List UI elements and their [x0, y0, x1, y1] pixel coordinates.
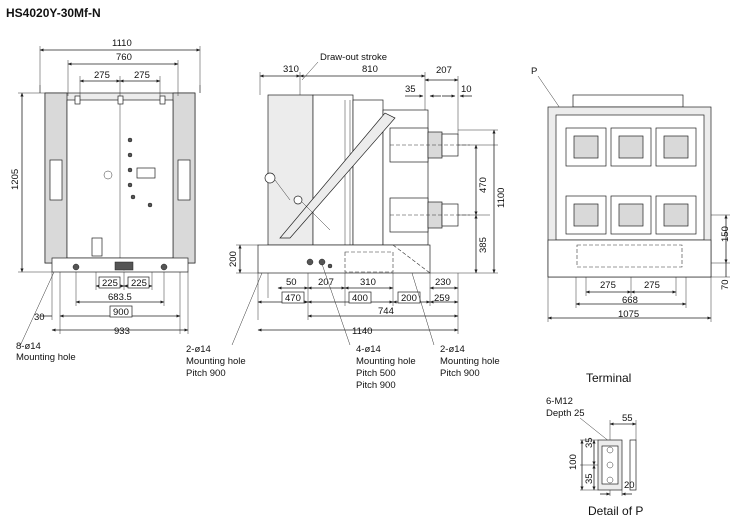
dim-50: 50: [286, 277, 297, 288]
dim-810: 810: [362, 64, 378, 75]
dim-207-b: 207: [318, 277, 334, 288]
detail-100: 100: [568, 454, 579, 470]
dim-height: 1205: [10, 169, 21, 190]
rear-caption: Terminal: [586, 371, 631, 385]
dim-385-v: 385: [478, 237, 489, 253]
dim-wheel-left: 225: [102, 278, 118, 289]
callout-a-pitch: Pitch 900: [186, 368, 226, 379]
detail-35-bot: 35: [584, 473, 595, 484]
dim-spacing-left: 275: [94, 70, 110, 81]
dim-10: 10: [461, 84, 472, 95]
dim-310-top: 310: [283, 64, 299, 75]
dim-70-v: 70: [720, 279, 731, 290]
callout-c-pitch: Pitch 900: [440, 368, 480, 379]
detail-thread: 6-M12: [546, 396, 573, 407]
dim-mount-width: 760: [116, 52, 132, 63]
callout-c-label: Mounting hole: [440, 356, 500, 367]
callout-b-count: 4-ø14: [356, 344, 381, 355]
dim-wheel-right: 225: [131, 278, 147, 289]
dim-offset: 30: [34, 312, 45, 323]
dim-207-top: 207: [436, 65, 452, 76]
dim-1140: 1140: [352, 326, 372, 337]
dim-668: 668: [622, 295, 638, 306]
dim-150-v: 150: [720, 226, 731, 242]
callout-b-pitch1: Pitch 500: [356, 368, 396, 379]
detail-20: 20: [624, 480, 635, 491]
side-front-panel: [267, 94, 314, 246]
dim-200-v: 200: [228, 251, 239, 267]
detail-55: 55: [622, 413, 633, 424]
dim-spacing-right: 275: [134, 70, 150, 81]
dim-400-box: 400: [352, 293, 368, 304]
callout-b-pitch2: Pitch 900: [356, 380, 396, 391]
callout-hole-count: 8-ø14: [16, 341, 41, 352]
detail-depth: Depth 25: [546, 408, 585, 419]
dim-275-r: 275: [644, 280, 660, 291]
label-p: P: [531, 66, 537, 77]
callout-c-count: 2-ø14: [440, 344, 465, 355]
dim-35: 35: [405, 84, 416, 95]
dim-744: 744: [378, 306, 394, 317]
callout-a-label: Mounting hole: [186, 356, 246, 367]
dim-275-l: 275: [600, 280, 616, 291]
side-view: Draw-out stroke 310 810 207 35 10: [186, 52, 507, 391]
dim-470-v: 470: [478, 177, 489, 193]
dim-rail-pitch: 900: [113, 307, 129, 318]
detail-caption: Detail of P: [588, 504, 643, 518]
dim-wheel-pitch: 683.5: [108, 292, 132, 303]
detail-p: 6-M12 Depth 25 35 35 100 55: [546, 396, 643, 518]
detail-35-top: 35: [584, 437, 595, 448]
dim-200-box: 200: [401, 293, 417, 304]
dim-230: 230: [435, 277, 451, 288]
dim-310-b: 310: [360, 277, 376, 288]
label-draw-out: Draw-out stroke: [320, 52, 387, 63]
callout-hole-label: Mounting hole: [16, 352, 76, 363]
dim-1100-v: 1100: [496, 188, 507, 208]
dim-overall-width: 1110: [112, 38, 132, 49]
front-view: 1110 760 275 275 1205 225: [10, 38, 201, 363]
rear-view: P 150: [531, 66, 731, 385]
dim-1075: 1075: [618, 309, 639, 320]
dim-470-box: 470: [285, 293, 301, 304]
dim-259: 259: [434, 293, 450, 304]
callout-a-count: 2-ø14: [186, 344, 211, 355]
side-base: [257, 244, 431, 274]
callout-b-label: Mounting hole: [356, 356, 416, 367]
drawing-title: HS4020Y-30Mf-N: [6, 6, 101, 20]
dim-base-width: 933: [114, 326, 130, 337]
